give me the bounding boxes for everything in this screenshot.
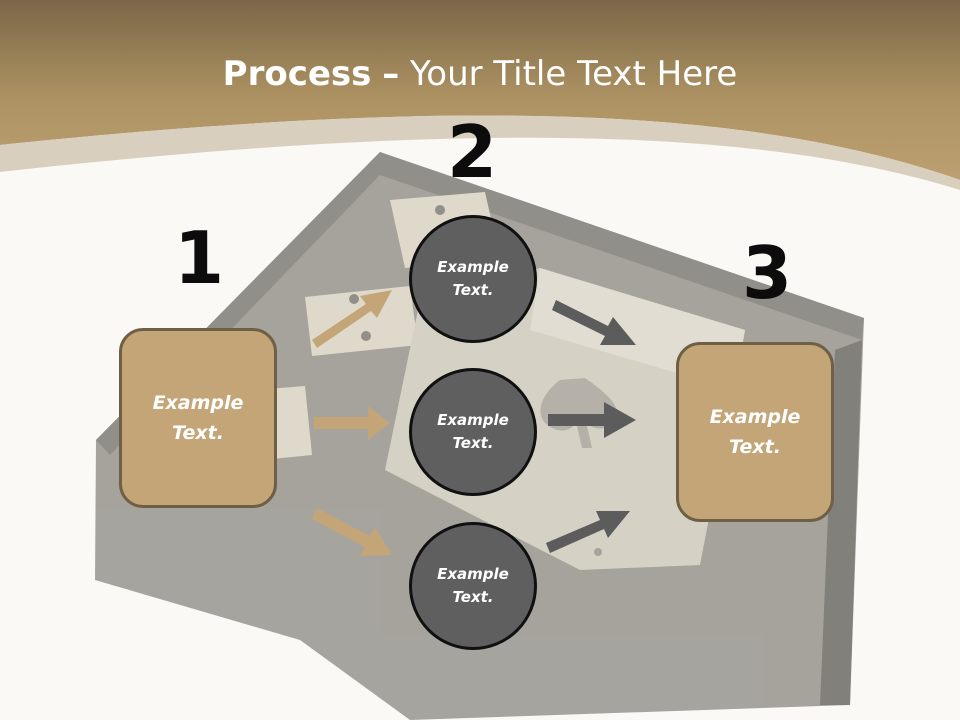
step-number-1: 1 [173,216,225,300]
arrow-gray-down [552,300,636,345]
right-box-text: Example Text. [709,406,801,458]
arrow-tan-down [312,508,392,556]
left-text-box[interactable]: Example Text. [119,328,277,508]
circle-bottom[interactable]: Example Text. [409,522,537,650]
arrow-gray-right [548,402,636,438]
title-rest: Your Title Text Here [410,54,738,94]
arrow-tan-right [314,406,390,440]
circle-bottom-text: Example Text. [437,565,509,606]
step-number-3: 3 [741,231,793,315]
circle-top-text: Example Text. [437,258,509,299]
step-number-2: 2 [446,110,498,194]
slide-title: Process – Your Title Text Here [0,52,960,96]
right-text-box[interactable]: Example Text. [676,342,834,522]
arrow-tan-up [312,290,392,348]
circle-top[interactable]: Example Text. [409,215,537,343]
circle-middle-text: Example Text. [437,411,509,452]
header-swoosh [0,115,960,190]
circle-middle[interactable]: Example Text. [409,368,537,496]
title-separator: – [382,54,400,94]
left-box-text: Example Text. [152,392,244,444]
title-bold: Process [222,54,372,94]
header-band [0,0,960,180]
arrow-gray-up [546,511,630,553]
